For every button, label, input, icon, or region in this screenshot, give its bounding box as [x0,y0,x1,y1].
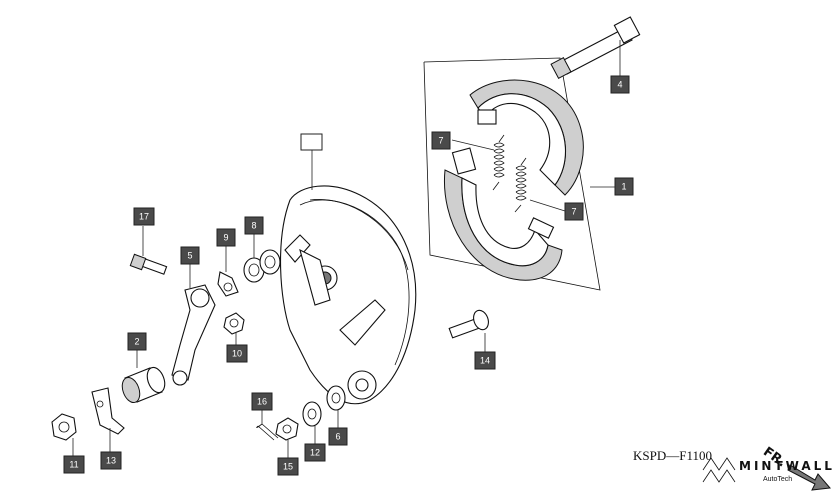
svg-text:17: 17 [139,212,149,222]
svg-text:12: 12 [310,448,320,458]
callout-17: 17 [133,207,155,226]
brake-cam-shaft [550,16,641,80]
shoulder-bolt [448,309,489,352]
svg-text:14: 14 [480,356,490,366]
return-spring-upper [492,134,505,191]
cotter-pin [256,410,279,441]
callout-7a: 7 [431,131,451,150]
bracket [91,387,125,452]
brake-shoe-set-frame [423,57,615,291]
callout-5: 5 [180,246,200,265]
collar [121,350,166,404]
logo-name: MINTWALL [739,459,835,473]
svg-text:9: 9 [223,233,228,243]
nut-15 [275,417,299,458]
brake-shoe-upper [469,79,584,196]
callout-1: 1 [614,177,634,196]
brake-shoe-lower [443,147,563,281]
callout-7b: 7 [564,202,584,221]
return-spring-lower [514,157,527,213]
felt-seal [243,234,281,283]
callout-15: 15 [277,457,299,476]
svg-text:7: 7 [571,207,576,217]
mintwall-logo-mark-icon [702,457,736,483]
callout-2: 2 [127,332,147,351]
callout-13: 13 [100,451,122,470]
washer-12 [302,401,322,444]
svg-text:10: 10 [232,349,242,359]
nut-10 [223,312,245,345]
bolt-17 [129,226,168,275]
callout-4: 4 [610,75,630,94]
svg-text:16: 16 [257,397,267,407]
callout-10: 10 [226,344,248,363]
leader-7b [529,199,566,212]
nut-11 [51,413,77,456]
logo-sub: AutoTech [763,476,792,483]
washer-6 [326,385,346,428]
callout-12: 12 [304,443,326,462]
callout-8: 8 [244,216,264,235]
svg-text:5: 5 [187,251,192,261]
diagram-code: KSPD—F1100 [633,448,712,463]
brake-arm [171,264,216,386]
svg-text:2: 2 [134,337,139,347]
wear-indicator [217,246,239,297]
svg-text:15: 15 [283,462,293,472]
callout-14: 14 [474,351,496,370]
svg-text:13: 13 [106,456,116,466]
svg-text:8: 8 [251,221,256,231]
svg-text:1: 1 [621,182,626,192]
brake-panel [280,150,417,405]
svg-text:6: 6 [335,432,340,442]
svg-text:7: 7 [438,136,443,146]
leader-7a [451,139,495,151]
callout-11: 11 [63,455,85,474]
callout-9: 9 [216,228,236,247]
svg-text:4: 4 [617,80,622,90]
svg-text:11: 11 [69,460,78,470]
callout-6: 6 [328,427,348,446]
callout-16: 16 [251,392,273,411]
callout-blank [300,133,323,151]
mintwall-logo: MINTWALL AutoTech [702,457,835,483]
